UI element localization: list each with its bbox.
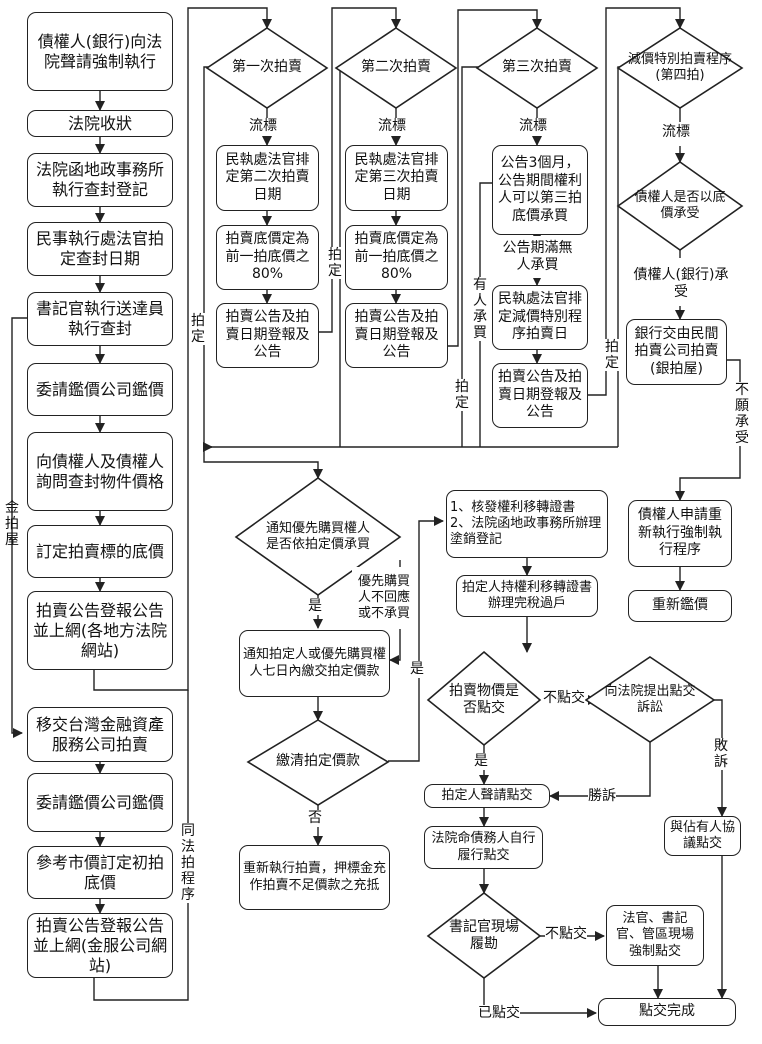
node-restart-auction: 重新執行拍賣，押標金充作拍賣不足價款之充抵 [239, 845, 390, 910]
node-schedule-second: 民執處法官排定第二次拍賣日期 [216, 145, 319, 211]
label-yes-2: 是 [410, 661, 424, 678]
node-price-80-second: 拍賣底價定為前一拍底價之80% [345, 225, 448, 290]
label-unsold-1: 流標 [249, 118, 277, 135]
label-no-1: 否 [308, 810, 322, 827]
label-win: 勝訴 [588, 788, 616, 805]
label-unsold-3: 流標 [519, 118, 547, 135]
label-sold-1: 拍定 [190, 313, 206, 346]
node-delivery-complete: 點交完成 [598, 998, 736, 1026]
node-forced-delivery: 法官、書記官、管區現場強制點交 [606, 905, 704, 966]
inspection-text: 書記官現場履勘 [449, 918, 519, 953]
node-apply-enforcement: 債權人(銀行)向法院聲請強制執行 [27, 12, 173, 91]
label-lose: 敗訴 [713, 738, 729, 771]
label-not-deliver-2: 不點交 [545, 926, 587, 943]
label-unsold-2: 流標 [378, 118, 406, 135]
node-tax-transfer: 拍定人持權利移轉證書辦理完稅過戶 [456, 575, 598, 617]
node-reapply-enforcement: 債權人申請重新執行強制執行程序 [628, 500, 732, 567]
second-auction-text: 第二次拍賣 [361, 59, 431, 76]
label-not-deliver-1: 不點交 [543, 690, 585, 707]
node-set-base-price: 訂定拍賣標的底價 [27, 525, 173, 578]
node-debtor-delivery: 法院命債務人自行履行點交 [424, 826, 543, 869]
lawsuit-text: 向法院提出點交訴訟 [604, 683, 696, 715]
label-sold-2: 拍定 [327, 247, 343, 280]
deliver-decision-text: 拍賣物價是否點交 [449, 682, 519, 717]
node-court-announcement: 拍賣公告登報公告並上網(各地方法院網站) [27, 591, 173, 670]
third-auction-text: 第三次拍賣 [502, 59, 572, 76]
label-delivered: 已點交 [478, 1005, 520, 1022]
priority-buyer-text: 通知優先購買權人是否依拍定價承買 [265, 520, 370, 552]
node-reference-price: 參考市價訂定初拍底價 [27, 846, 173, 899]
first-auction-text: 第一次拍賣 [232, 59, 302, 76]
label-unsold-4: 流標 [662, 124, 690, 141]
node-appraisal-2: 委請鑑價公司鑑價 [27, 773, 173, 832]
label-creditor-accept: 債權人(銀行)承受 [628, 263, 734, 305]
node-court-receipt: 法院收狀 [27, 110, 173, 137]
node-price-80-first: 拍賣底價定為前一拍底價之80% [216, 225, 319, 290]
node-clerk-seizure: 書記官執行送達員執行查封 [27, 292, 173, 346]
label-gold-auction: 金拍屋 [5, 500, 19, 549]
node-apply-delivery: 拍定人聲請點交 [424, 784, 550, 808]
lawsuit-diamond [584, 656, 716, 743]
priority-buyer-diamond [234, 477, 402, 596]
fourth-auction-diamond [616, 27, 744, 109]
node-occupant-agreement: 與佔有人協議點交 [664, 816, 741, 856]
node-announce-first: 拍賣公告及拍賣日期登報及公告 [216, 303, 319, 368]
payment-diamond [246, 719, 390, 806]
accept-decision-diamond [616, 161, 744, 251]
second-auction-diamond [334, 27, 458, 109]
node-appraisal: 委請鑑價公司鑑價 [27, 363, 173, 416]
label-sold-4: 拍定 [604, 339, 620, 372]
accept-decision-text: 債權人是否以底價承受 [634, 189, 726, 221]
node-reappraisal: 重新鑑價 [628, 590, 732, 622]
node-transfer-finance: 移交台灣金融資產服務公司拍賣 [27, 707, 173, 762]
node-announce-third: 拍賣公告及拍賣日期登報及公告 [492, 363, 588, 428]
label-refuse: 不願承受 [734, 382, 750, 447]
fourth-auction-text: 減價特別拍賣程序(第四拍) [627, 51, 732, 83]
node-schedule-third: 民執處法官排定第三次拍賣日期 [345, 145, 448, 211]
node-land-office-seizure: 法院函地政事務所執行查封登記 [27, 153, 173, 207]
label-no-response: 優先購買人不回應或不承買 [352, 567, 416, 629]
node-three-month-notice: 公告3個月，公告期間權利人可以第三拍底價承買 [492, 145, 588, 235]
node-finance-announcement: 拍賣公告登報公告並上網(金服公司網站) [27, 913, 173, 978]
node-announce-second: 拍賣公告及拍賣日期登報及公告 [345, 303, 448, 368]
node-bank-auction: 銀行交由民間拍賣公司拍賣(銀拍屋) [626, 319, 727, 385]
label-yes-1: 是 [308, 598, 322, 615]
inspection-diamond [426, 891, 542, 979]
label-yes-3: 是 [474, 753, 488, 770]
label-sold-3: 拍定 [454, 379, 470, 412]
deliver-decision-diamond [426, 650, 542, 747]
node-schedule-special: 民執處法官排定減價特別程序拍賣日 [492, 285, 588, 350]
label-buyer: 有人承買 [472, 277, 488, 342]
first-auction-diamond [205, 27, 329, 109]
third-auction-diamond [475, 27, 599, 109]
label-same-procedure: 同法拍程序 [180, 823, 196, 904]
node-payment-notice: 通知拍定人或優先購買權人七日內繳交拍定價款 [239, 630, 390, 697]
label-no-buyer: 公告期滿無人承買 [500, 236, 575, 278]
node-judge-seizure-date: 民事執行處法官拍定查封日期 [27, 222, 173, 276]
node-issue-certificate: 1、核發權利移轉證書 2、法院函地政事務所辦理塗銷登記 [446, 490, 608, 558]
payment-text: 繳清拍定價款 [276, 753, 360, 770]
node-ask-price: 向債權人及債權人詢問查封物件價格 [27, 432, 173, 511]
